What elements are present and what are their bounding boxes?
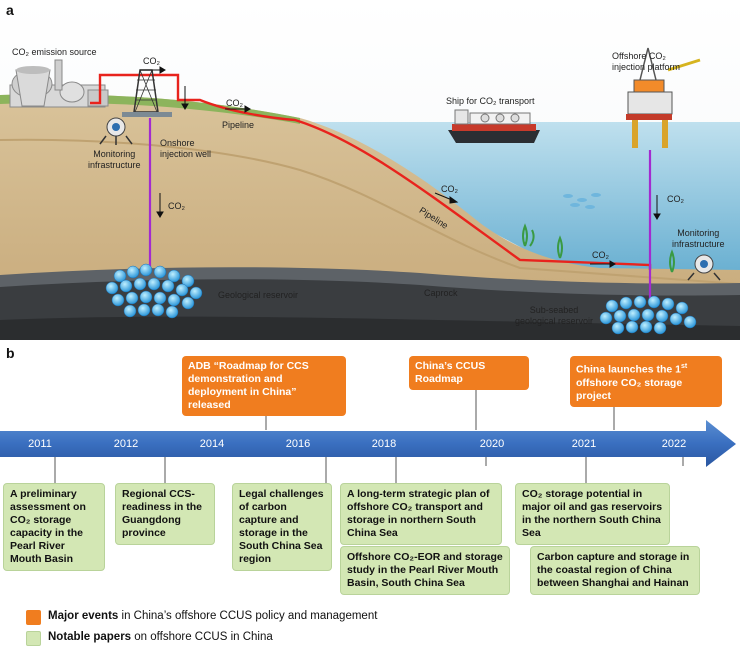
label-co2-slope: CO₂ — [441, 184, 458, 194]
label-offshore-platform: Offshore CO₂ injection platform — [612, 51, 681, 72]
paper-storage-potential: CO₂ storage potential in major oil and g… — [515, 483, 670, 545]
label-emission-source: CO₂ emission source — [12, 47, 97, 57]
onshore-monitoring-device — [99, 117, 133, 145]
label-geological-reservoir: Geological reservoir — [218, 290, 299, 300]
onshore-co2-plume — [105, 263, 203, 319]
timeline-arrow — [0, 420, 736, 467]
label-co2-pipe-onshore: CO₂ — [226, 98, 243, 108]
legend-events: Major events in China’s offshore CCUS po… — [48, 610, 378, 622]
year-2018: 2018 — [371, 438, 397, 450]
ship — [448, 109, 540, 143]
year-2014: 2014 — [199, 438, 225, 450]
label-onshore-injection-well: Onshore injection well — [160, 138, 212, 159]
legend-papers: Notable papers on offshore CCUS in China — [48, 631, 273, 643]
panel-a-letter: a — [6, 2, 14, 18]
power-plant — [9, 59, 109, 108]
label-co2-top: CO₂ — [143, 56, 160, 66]
event-first-offshore-storage: China launches the 1st offshore CO₂ stor… — [570, 356, 722, 407]
label-monitoring-offshore: Monitoring infrastructure — [672, 228, 725, 249]
year-2022: 2022 — [661, 438, 687, 450]
panel-b-letter: b — [6, 345, 15, 361]
ccus-illustration — [0, 0, 740, 340]
label-co2-down-onshore: CO₂ — [168, 201, 185, 211]
paper-coastal-region: Carbon capture and storage in the coasta… — [530, 546, 700, 595]
label-co2-seabed: CO₂ — [592, 250, 609, 260]
paper-co2-eor: Offshore CO₂-EOR and storage study in th… — [340, 546, 510, 595]
paper-legal-challenges: Legal challenges of carbon capture and s… — [232, 483, 332, 571]
legend-paper-swatch — [26, 631, 41, 646]
event-china-ccus-roadmap: China’s CCUS Roadmap — [409, 356, 529, 390]
caprock-layer — [0, 267, 740, 296]
pipeline-route — [90, 73, 652, 270]
sea-water — [300, 122, 740, 300]
paper-strategic-plan: A long-term strategic plan of offshore C… — [340, 483, 502, 545]
year-2012: 2012 — [113, 438, 139, 450]
legend-event-swatch — [26, 610, 41, 625]
year-2021: 2021 — [571, 438, 597, 450]
ccus-scene-svg — [0, 0, 740, 340]
year-2020: 2020 — [479, 438, 505, 450]
label-monitoring-onshore: Monitoring infrastructure — [88, 149, 141, 170]
label-caprock: Caprock — [424, 288, 458, 298]
offshore-co2-plume — [599, 295, 697, 335]
label-subseabed-reservoir: Sub-seabed geological reservoir — [515, 305, 594, 326]
offshore-platform — [626, 47, 701, 148]
paper-pearl-river-capacity: A preliminary assessment on CO₂ storage … — [3, 483, 105, 571]
paper-guangdong-readiness: Regional CCS-readiness in the Guangdong … — [115, 483, 215, 545]
year-2016: 2016 — [285, 438, 311, 450]
year-2011: 2011 — [28, 438, 52, 450]
label-ship: Ship for CO₂ transport — [446, 96, 535, 106]
label-pipeline-onshore: Pipeline — [222, 120, 255, 130]
event-adb-roadmap: ADB “Roadmap for CCS demonstration and d… — [182, 356, 346, 416]
offshore-monitoring-device — [687, 254, 721, 281]
label-co2-down-offshore: CO₂ — [667, 194, 684, 204]
